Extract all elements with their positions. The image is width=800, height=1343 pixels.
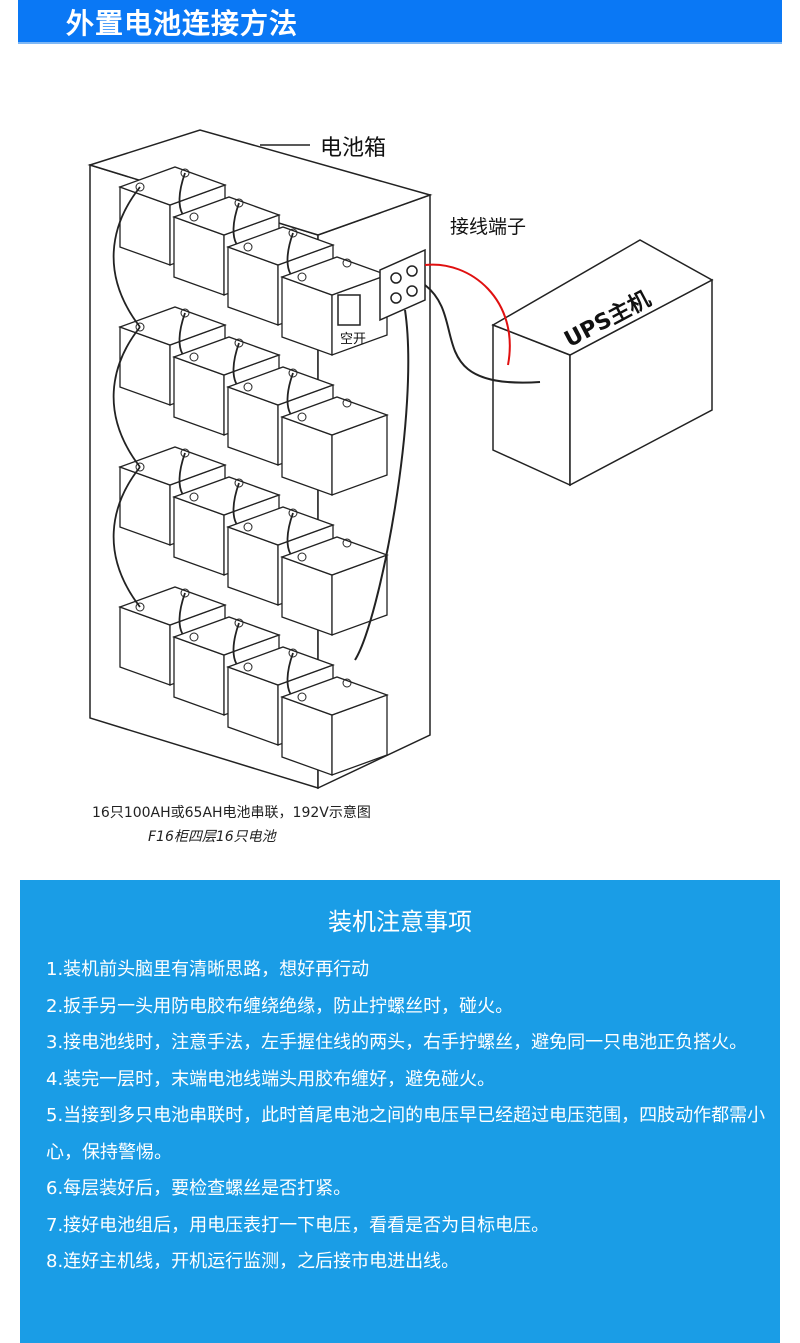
note-item: 1.装机前头脑里有清晰思路，想好再行动 <box>46 959 370 980</box>
caption-line1: 16只100AH或65AH电池串联，192V示意图 <box>92 805 371 821</box>
note-item: 5.当接到多只电池串联时，此时首尾电池之间的电压早已经超过电压范围，四肢动作都需… <box>46 1105 766 1163</box>
battery <box>280 536 389 636</box>
positive-wire <box>424 263 511 366</box>
box-label: 电池箱 <box>320 136 386 161</box>
caption-line2: F16柜四层16只电池 <box>148 829 276 845</box>
section-header: 外置电池连接方法 <box>18 0 782 44</box>
return-wire <box>354 309 410 661</box>
battery <box>280 256 389 356</box>
note-item: 6.每层装好后，要检查螺丝是否打紧。 <box>46 1178 352 1199</box>
note-item: 8.连好主机线，开机运行监测，之后接市电进出线。 <box>46 1251 460 1272</box>
battery-connection-diagram: 电池箱 接线端子 空开 UPS主机 <box>87 129 714 790</box>
terminal-label: 接线端子 <box>450 216 526 238</box>
installation-notes: 装机注意事项 1.装机前头脑里有清晰思路，想好再行动 2.扳手另一头用防电胶布缠… <box>20 880 780 1343</box>
note-item: 3.接电池线时，注意手法，左手握住线的两头，右手拧螺丝，避免同一只电池正负搭火。 <box>46 1032 748 1053</box>
section-title: 外置电池连接方法 <box>66 7 299 40</box>
breaker-label: 空开 <box>340 332 366 347</box>
layer-link-wire <box>112 326 141 468</box>
negative-wire <box>424 284 541 384</box>
note-item: 7.接好电池组后，用电压表打一下电压，看看是否为目标电压。 <box>46 1214 550 1236</box>
battery <box>280 396 389 496</box>
breaker <box>337 294 361 326</box>
layer-link-wire <box>112 186 141 328</box>
notes-title: 装机注意事项 <box>328 908 472 936</box>
terminal-block <box>337 248 426 326</box>
battery <box>280 676 389 776</box>
ups-host <box>491 239 714 487</box>
note-item: 4.装完一层时，末端电池线端头用胶布缠好，避免碰火。 <box>46 1068 496 1090</box>
note-item: 2.扳手另一头用防电胶布缠绕绝缘，防止拧螺丝时，碰火。 <box>46 995 514 1017</box>
layer-link-wire <box>112 466 141 608</box>
